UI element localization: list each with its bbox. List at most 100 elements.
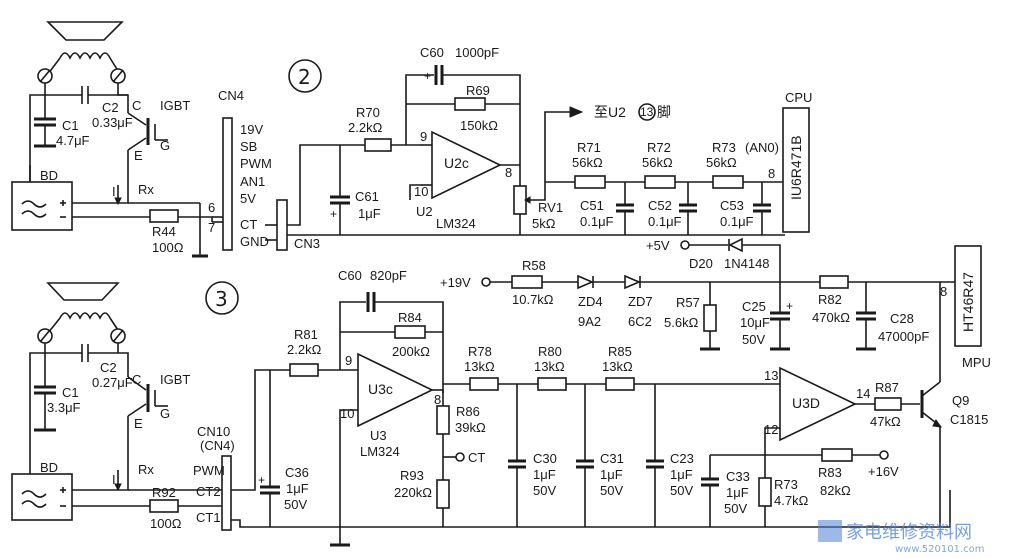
mpu-chip: HT46R47	[960, 272, 976, 332]
c51-ref: C51	[580, 198, 604, 213]
svg-text:+: +	[258, 473, 265, 487]
to-u2-pin: 13	[640, 105, 654, 119]
igbt-2-icon	[127, 376, 168, 456]
r86-ref: R86	[456, 404, 480, 419]
cn10-alt: (CN4)	[200, 438, 235, 453]
u3d-ref: U3D	[792, 395, 820, 411]
c33-ref: C33	[726, 469, 750, 484]
c52-ref: C52	[648, 198, 672, 213]
current-label: I	[112, 184, 116, 199]
r73b-value: 4.7kΩ	[774, 493, 809, 508]
zd4-symbol	[577, 274, 595, 290]
r83-ref: R83	[818, 465, 842, 480]
c23-symbol	[646, 384, 664, 527]
igbt2-e-label: E	[134, 416, 143, 431]
u3d-pin12: 12	[764, 422, 778, 437]
u2-pin9: 9	[420, 129, 427, 144]
r92-ref: R92	[152, 485, 176, 500]
igbt2-g-label: G	[160, 406, 170, 421]
u3-pin10: 10	[340, 406, 354, 421]
r70-value: 2.2kΩ	[348, 120, 383, 135]
opamp-u3c	[357, 352, 434, 428]
c61-ref: C61	[355, 189, 379, 204]
igbt2-c-label: C	[132, 372, 141, 387]
r93-value: 220kΩ	[394, 485, 432, 500]
c53-ref: C53	[720, 198, 744, 213]
mpu-pin8: 8	[940, 284, 947, 299]
u3-pin9: 9	[345, 353, 352, 368]
r85-ref: R85	[608, 344, 632, 359]
c2-ref: C2	[102, 100, 119, 115]
r81-value: 2.2kΩ	[287, 342, 322, 357]
cn4-pin7-num: 7	[208, 220, 215, 235]
u3-name: U3	[370, 428, 387, 443]
c31-voltage: 50V	[600, 483, 623, 498]
c53-symbol	[753, 182, 771, 235]
q9-ref: Q9	[952, 393, 969, 408]
c31-symbol	[576, 384, 594, 527]
cn10-pin-ct2: CT2	[196, 484, 221, 499]
zd7-symbol	[624, 274, 642, 290]
c30-ref: C30	[533, 451, 557, 466]
to-u2-suffix: 脚	[657, 104, 671, 120]
c33-voltage: 50V	[724, 501, 747, 516]
c2b-ref: C2	[100, 360, 117, 375]
r58-value: 10.7kΩ	[512, 292, 554, 307]
r78-ref: R78	[468, 344, 492, 359]
igbt-e-label: E	[134, 148, 143, 163]
zd7-ref: ZD7	[628, 294, 653, 309]
r86-value: 39kΩ	[455, 420, 486, 435]
svg-text:+: +	[424, 69, 431, 83]
opamp-u3d	[779, 366, 857, 442]
r83-value: 82kΩ	[820, 483, 851, 498]
u2c-ref: U2c	[444, 155, 469, 171]
rx2-label: Rx	[138, 462, 154, 477]
u3-part: LM324	[360, 444, 400, 459]
bridge-rectifier-1	[11, 165, 110, 231]
opamp-u2c	[431, 130, 502, 200]
r92-value: 100Ω	[150, 516, 182, 531]
bd2-label: BD	[40, 460, 58, 475]
r93-ref: R93	[400, 468, 424, 483]
c2-value: 0.33μF	[92, 115, 133, 130]
r80-value: 13kΩ	[534, 359, 565, 374]
c53-value: 0.1μF	[720, 214, 754, 229]
r82-value: 470kΩ	[812, 310, 850, 325]
c23-voltage: 50V	[670, 483, 693, 498]
rx-label: Rx	[138, 182, 154, 197]
c2b-value: 0.27μF	[92, 375, 133, 390]
watermark-logo: 家电维修资料网 www.520101.com	[818, 520, 985, 555]
cn10-pin-ct1: CT1	[196, 510, 221, 525]
u2-part: LM324	[436, 216, 476, 231]
r81-ref: R81	[294, 327, 318, 342]
marker-3: 3	[215, 287, 228, 311]
c30-symbol	[508, 384, 526, 527]
zd4-value: 9A2	[578, 314, 601, 329]
svg-text:+: +	[786, 299, 793, 313]
u3d-pin14: 14	[856, 386, 870, 401]
cn4-pin-sb: SB	[240, 139, 257, 154]
cn4-ref: CN4	[218, 88, 244, 103]
r58-ref: R58	[522, 258, 546, 273]
c1b-value: 3.3μF	[47, 400, 81, 415]
r71-ref: R71	[577, 140, 601, 155]
r85-value: 13kΩ	[602, 359, 633, 374]
c36-ref: C36	[285, 465, 309, 480]
circuit-2: C1 3.3μF C2 0.27μF C IGBT G E BD Rx	[11, 245, 991, 547]
to-u2-label: 至U2	[594, 104, 626, 120]
igbt-g-label: G	[160, 138, 170, 153]
r44-ref: R44	[152, 224, 176, 239]
c23-value: 1μF	[670, 467, 693, 482]
r70-ref: R70	[356, 105, 380, 120]
d20-ref: D20	[689, 256, 713, 271]
plus16v-label: +16V	[868, 464, 899, 479]
circuit-1: C1 4.7μF C2 0.33μF C IGBT G E	[11, 21, 812, 282]
c31-ref: C31	[600, 451, 624, 466]
r71-value: 56kΩ	[572, 155, 603, 170]
c60-ref: C60	[420, 45, 444, 60]
r57-ref: R57	[676, 295, 700, 310]
c1-ref: C1	[62, 118, 79, 133]
c33-symbol	[701, 455, 719, 527]
r80-ref: R80	[538, 344, 562, 359]
